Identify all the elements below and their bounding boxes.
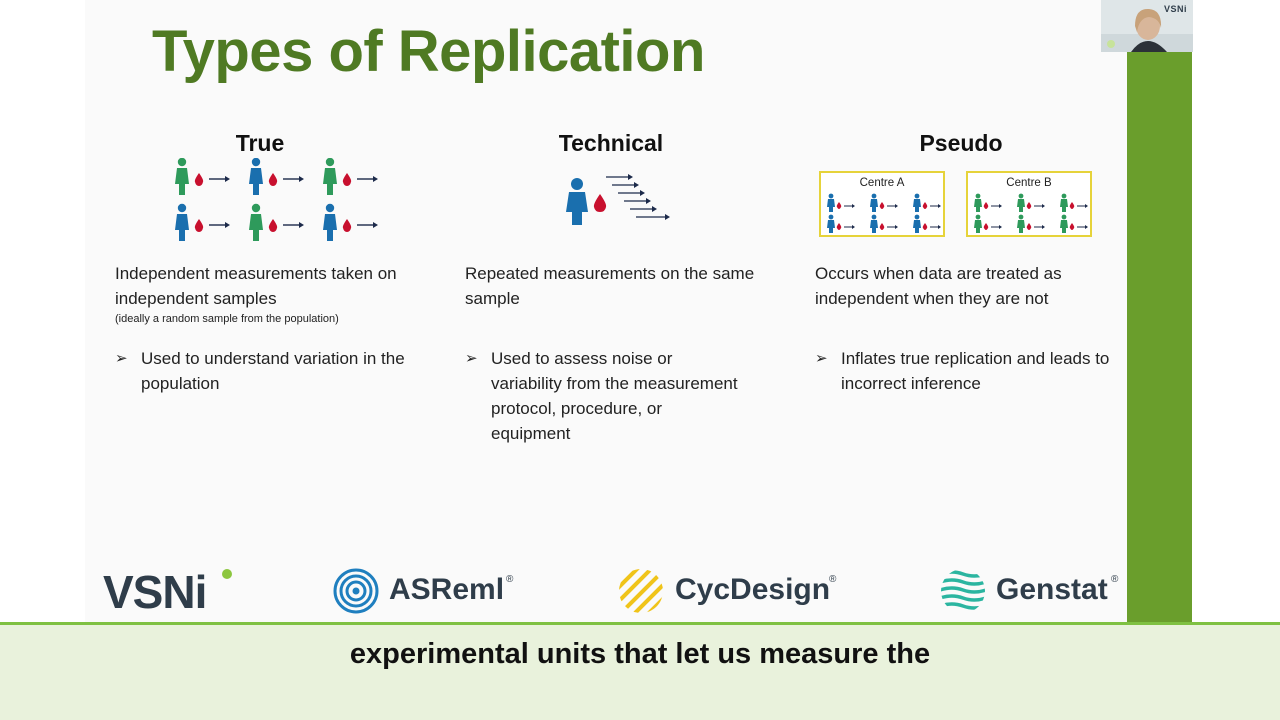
centre-b-box: Centre B [966,171,1092,237]
centre-a-box: Centre A [819,171,945,237]
bullet-pseudo-text: Inflates true replication and leads to i… [841,349,1110,393]
description-true-text: Independent measurements taken on indepe… [115,264,397,308]
accent-bar [1127,52,1192,622]
description-technical: Repeated measurements on the same sample [465,264,755,308]
description-true-note: (ideally a random sample from the popula… [115,313,339,325]
genstat-logo-text: Genstat [996,573,1108,606]
centre-b-people [973,193,1089,234]
slide [85,0,1127,622]
vsni-dot-icon [222,569,232,579]
true-replication-illustration [170,158,385,244]
vsni-logo: VSNi [103,566,243,618]
heading-true: True [235,130,285,156]
bullet-true: ➢ Used to understand variation in the po… [115,346,441,396]
bullet-arrow-icon: ➢ [465,350,478,367]
webcam-brand: VSNi [1163,4,1187,14]
technical-replication-illustration [566,174,670,225]
presenter-video [1101,0,1193,52]
bullet-technical: ➢ Used to assess noise or variability fr… [465,346,741,446]
bullet-pseudo: ➢ Inflates true replication and leads to… [815,346,1111,396]
cycdesign-stripes-icon [619,569,663,613]
webcam-feed: VSNi [1101,0,1193,52]
bullet-technical-text: Used to assess noise or variability from… [491,349,738,443]
genstat-logo: Genstat ® [940,567,1122,615]
centre-b-label: Centre B [1006,177,1052,189]
description-pseudo: Occurs when data are treated as independ… [815,264,1062,308]
asreml-target-icon [333,568,379,614]
bullet-arrow-icon: ➢ [115,350,128,367]
genstat-waves-icon [941,570,985,610]
description-true: Independent measurements taken on indepe… [115,261,425,326]
cycdesign-registered-mark: ® [829,574,837,585]
cycdesign-logo: CycDesign ® [618,567,843,615]
centre-a-label: Centre A [859,177,905,189]
bullet-true-text: Used to understand variation in the popu… [141,349,405,393]
slide-title: Types of Replication [152,19,705,84]
heading-technical: Technical [558,130,664,156]
bullet-arrow-icon: ➢ [815,350,828,367]
subtitle-text: experimental units that let us measure t… [349,638,931,670]
heading-pseudo: Pseudo [919,130,1003,156]
vsni-logo-text: VSNi [103,566,207,618]
asreml-logo: ASReml ® [333,567,523,615]
genstat-registered-mark: ® [1111,574,1119,585]
asreml-registered-mark: ® [506,574,514,585]
centre-a-people [826,193,942,234]
cycdesign-logo-text: CycDesign [675,573,831,606]
asreml-logo-text: ASReml [389,573,505,606]
subtitle-bar: experimental units that let us measure t… [0,622,1280,720]
